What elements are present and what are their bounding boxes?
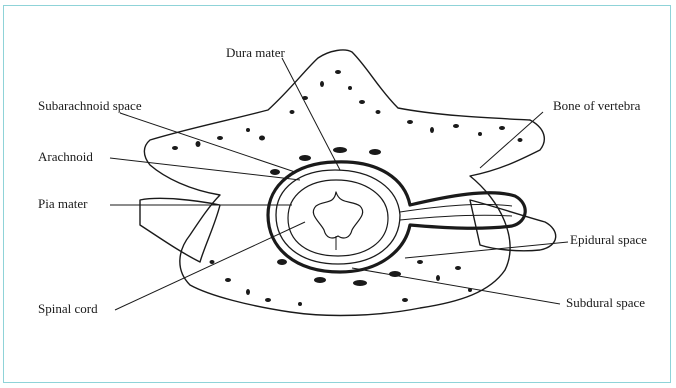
- label-epidural-space: Epidural space: [570, 233, 647, 247]
- label-dura-mater: Dura mater: [226, 46, 285, 60]
- grey-matter: [313, 192, 362, 238]
- vertebra-bone-outline: [144, 50, 544, 315]
- left-lamina: [140, 198, 220, 262]
- epidural-fat-spots: [270, 147, 401, 286]
- label-pia-mater: Pia mater: [38, 197, 87, 211]
- label-arachnoid: Arachnoid: [38, 150, 93, 164]
- dura-ring: [268, 162, 525, 272]
- arachnoid-ring: [276, 170, 400, 264]
- label-subdural-space: Subdural space: [566, 296, 645, 310]
- pia-ring: [288, 180, 388, 256]
- label-bone-of-vertebra: Bone of vertebra: [553, 99, 640, 113]
- label-subarachnoid-space: Subarachnoid space: [38, 99, 142, 113]
- label-spinal-cord: Spinal cord: [38, 302, 98, 316]
